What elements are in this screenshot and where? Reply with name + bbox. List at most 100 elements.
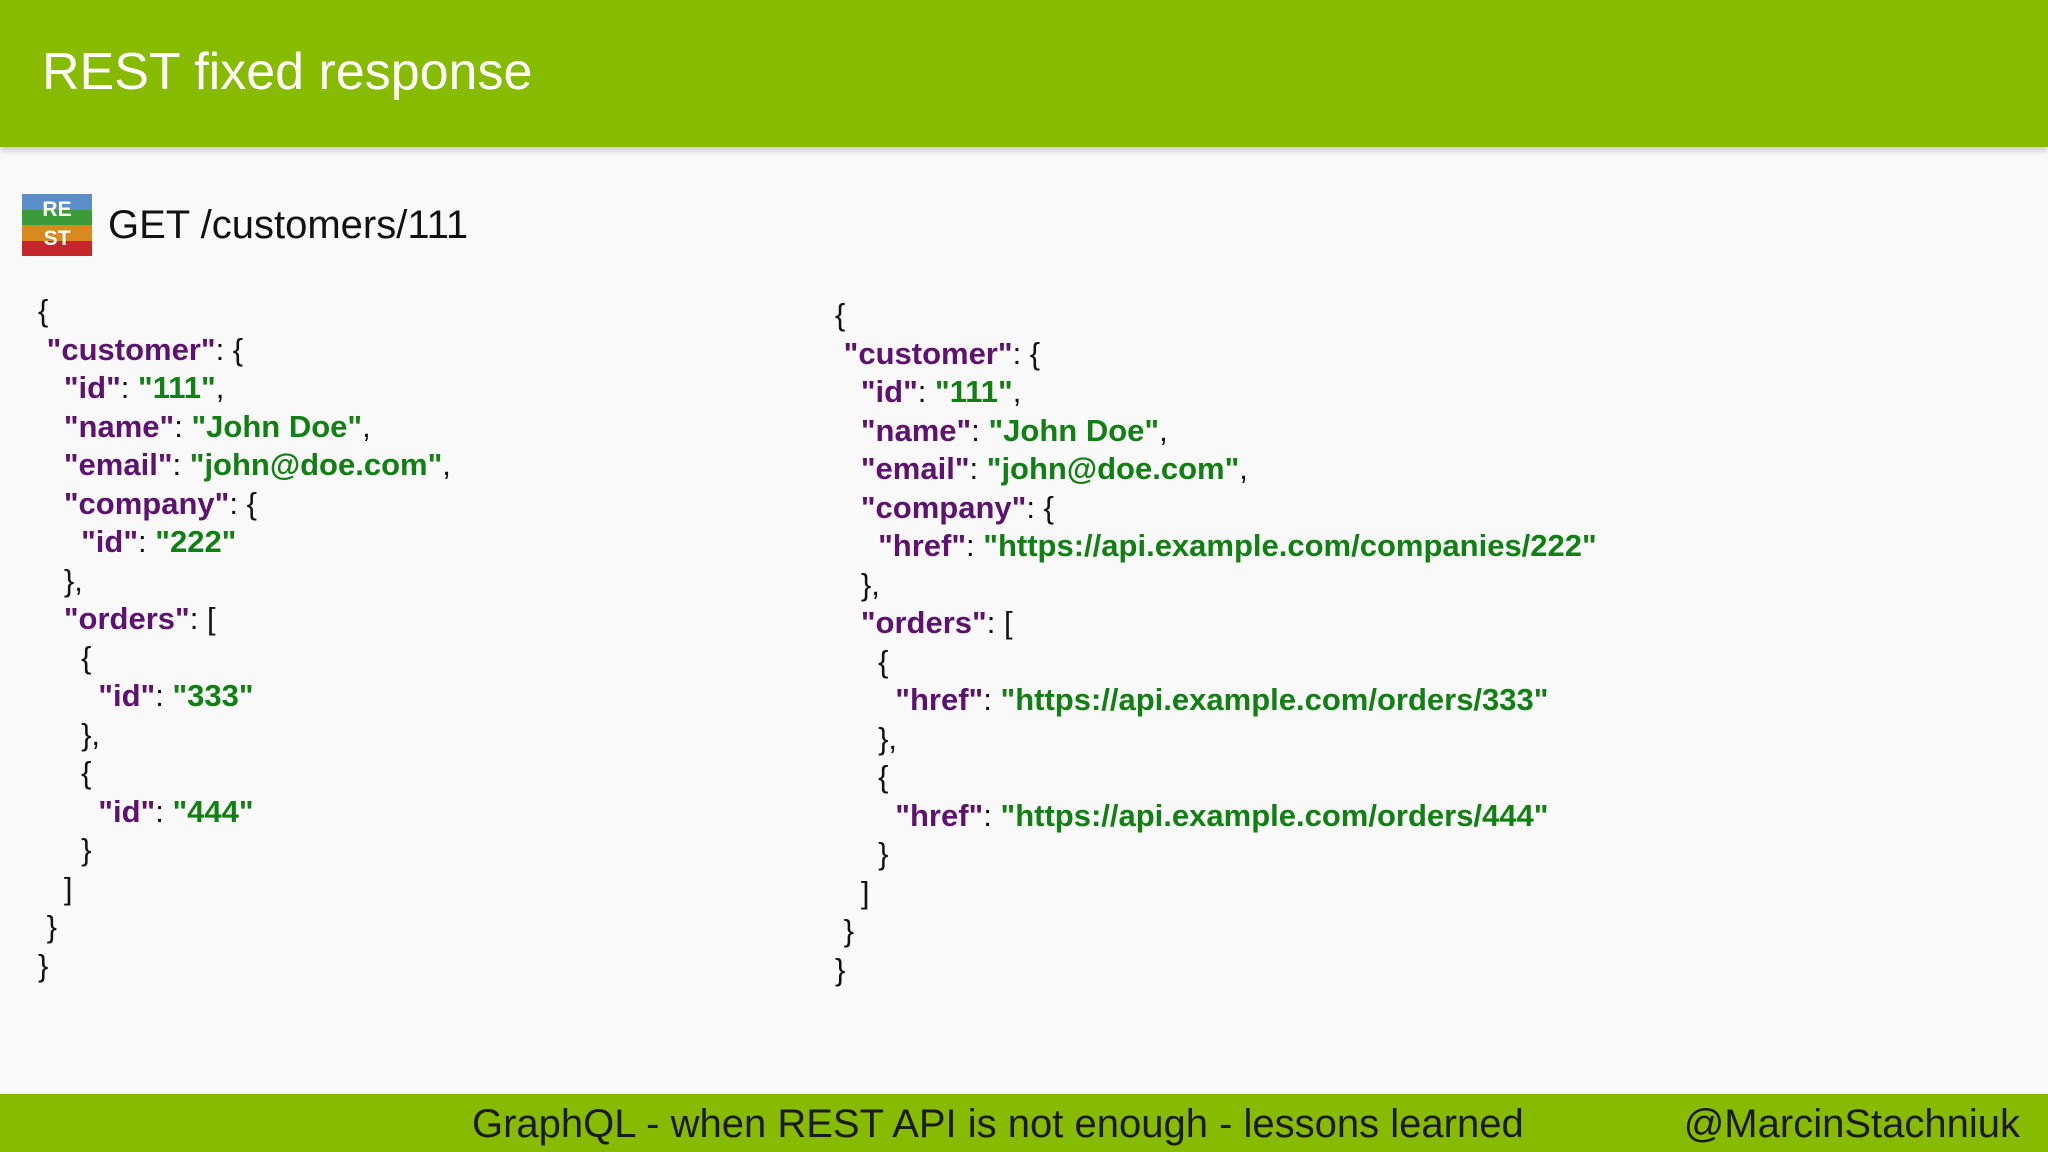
json-line: "email": "john@doe.com",: [835, 450, 1597, 489]
json-line: }: [835, 835, 1597, 874]
json-punctuation: [835, 336, 844, 371]
json-key: "customer": [46, 331, 216, 367]
json-line: "id": "333": [38, 677, 451, 716]
json-line: "id": "111",: [38, 369, 451, 408]
json-punctuation: ,: [1159, 412, 1168, 448]
json-line: "company": {: [835, 489, 1597, 528]
json-key: "orders": [860, 605, 987, 640]
json-punctuation: : [: [189, 601, 216, 636]
json-string-value: "444": [172, 793, 254, 829]
json-string-value: "333": [172, 678, 254, 713]
json-punctuation: }: [835, 951, 846, 987]
json-line: "name": "John Doe",: [835, 412, 1597, 451]
json-punctuation: ,: [1012, 374, 1022, 409]
json-punctuation: ,: [215, 370, 225, 405]
json-key: "href": [895, 797, 984, 833]
json-punctuation: [38, 678, 98, 713]
json-punctuation: : {: [215, 331, 244, 367]
json-punctuation: [38, 447, 64, 482]
json-string-value: "John Doe": [988, 412, 1160, 448]
json-punctuation: }: [38, 909, 57, 944]
json-line: {: [835, 296, 1597, 335]
header-bar: REST fixed response: [0, 0, 2048, 147]
json-punctuation: [38, 370, 64, 405]
json-punctuation: ,: [1239, 451, 1248, 486]
json-punctuation: : [: [986, 605, 1013, 640]
json-punctuation: [835, 490, 861, 525]
json-line: },: [835, 720, 1597, 759]
json-punctuation: },: [835, 566, 880, 602]
json-line: "id": "444": [38, 793, 451, 832]
json-punctuation: [38, 601, 64, 636]
json-line: "orders": [: [38, 600, 451, 639]
json-string-value: "https://api.example.com/orders/444": [1000, 797, 1549, 833]
slide-title: REST fixed response: [42, 43, 533, 101]
json-key: "id": [63, 370, 121, 405]
json-punctuation: },: [38, 716, 101, 752]
json-punctuation: }: [835, 836, 889, 871]
json-punctuation: [835, 528, 878, 563]
json-line: "id": "111",: [835, 373, 1597, 412]
json-punctuation: :: [966, 528, 984, 563]
json-punctuation: :: [174, 408, 192, 444]
json-line: "href": "https://api.example.com/compani…: [835, 527, 1597, 566]
json-key: "company": [860, 489, 1027, 525]
json-key: "id": [860, 374, 918, 409]
json-line: ]: [38, 870, 451, 909]
rest-logo-text-top: RE: [42, 198, 72, 221]
json-line: },: [38, 716, 451, 755]
json-punctuation: },: [38, 562, 83, 598]
json-line: }: [835, 951, 1597, 990]
json-punctuation: }: [835, 913, 854, 948]
json-line: "customer": {: [38, 331, 451, 370]
json-line: "href": "https://api.example.com/orders/…: [835, 797, 1597, 836]
json-punctuation: : {: [1026, 489, 1054, 525]
json-key: "id": [81, 524, 139, 559]
json-line: }: [835, 912, 1597, 951]
json-string-value: "https://api.example.com/orders/333": [1000, 682, 1549, 717]
json-string-value: "John Doe": [191, 408, 363, 444]
json-string-value: "111": [935, 374, 1013, 409]
json-punctuation: [38, 409, 64, 444]
json-punctuation: {: [835, 297, 846, 332]
json-punctuation: :: [983, 682, 1001, 717]
json-punctuation: [835, 798, 895, 833]
footer-talk-title: GraphQL - when REST API is not enough - …: [472, 1102, 1524, 1146]
json-punctuation: :: [971, 412, 989, 448]
json-line: }: [38, 908, 451, 947]
json-punctuation: {: [38, 755, 92, 790]
json-punctuation: {: [38, 293, 49, 328]
json-line: {: [38, 754, 451, 793]
json-punctuation: : {: [1012, 335, 1041, 371]
json-punctuation: {: [835, 643, 889, 679]
json-line: "href": "https://api.example.com/orders/…: [835, 681, 1597, 720]
endpoint-label: GET /customers/111: [108, 202, 469, 247]
json-key: "id": [98, 793, 156, 829]
json-line: {: [835, 643, 1597, 682]
json-key: "orders": [63, 601, 190, 636]
footer-author-handle: @MarcinStachniuk: [1683, 1102, 2020, 1146]
json-punctuation: [38, 486, 64, 521]
json-string-value: "https://api.example.com/companies/222": [983, 528, 1597, 563]
json-line: {: [38, 639, 451, 678]
json-punctuation: : {: [229, 485, 257, 521]
json-punctuation: [835, 374, 861, 409]
json-punctuation: :: [155, 793, 173, 829]
json-line: },: [835, 566, 1597, 605]
json-key: "id": [98, 678, 156, 713]
json-punctuation: }: [38, 947, 49, 983]
json-key: "name": [860, 412, 972, 448]
json-punctuation: [38, 794, 98, 829]
json-punctuation: {: [835, 759, 889, 794]
json-punctuation: },: [835, 720, 898, 756]
json-line: ]: [835, 874, 1597, 913]
json-punctuation: :: [969, 451, 987, 486]
json-punctuation: :: [983, 797, 1001, 833]
rest-logo-text-bottom: ST: [43, 227, 71, 250]
json-punctuation: [835, 682, 895, 717]
json-punctuation: :: [138, 524, 156, 559]
json-line: "id": "222": [38, 523, 451, 562]
json-punctuation: :: [155, 678, 173, 713]
json-line: }: [38, 947, 451, 986]
